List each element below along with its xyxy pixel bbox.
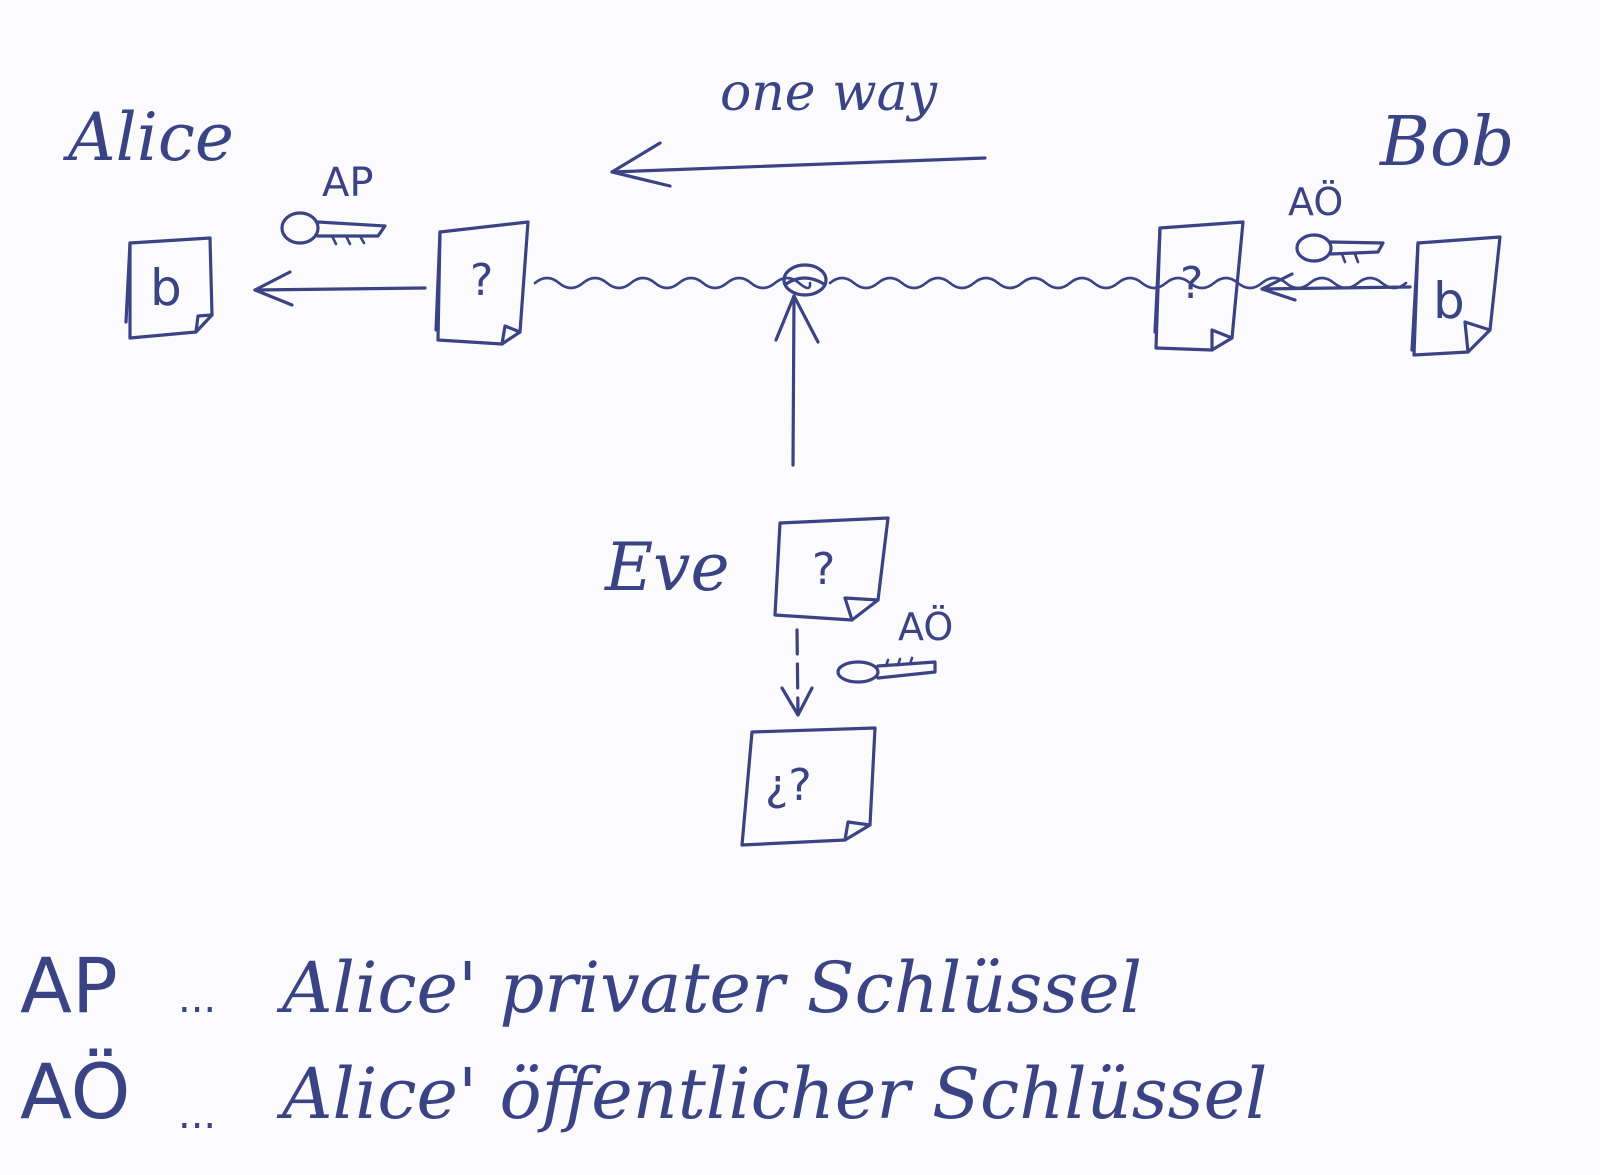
legend-text-public: Alice' öffentlicher Schlüssel	[276, 1053, 1267, 1135]
legend-abbr-public: AÖ	[20, 1047, 130, 1136]
eve-result-document: ¿?	[740, 726, 877, 847]
encrypted-document-right: ?	[1153, 220, 1245, 352]
key-icon-alice-private: AP	[280, 160, 387, 246]
key-icon-bob-public: AÖ	[1288, 180, 1385, 264]
transmission-line	[533, 276, 1408, 290]
alice-document-letter: b	[150, 259, 182, 317]
alice-plain-document: b	[124, 236, 214, 340]
party-bob: Bob	[1378, 103, 1514, 182]
encrypted-document-left: ?	[434, 220, 530, 346]
encrypted-right-symbol: ?	[1180, 258, 1203, 309]
eve-result-symbol: ¿?	[765, 760, 812, 811]
key-label-eve-public: AÖ	[898, 605, 953, 649]
eve-intercepted-symbol: ?	[812, 544, 835, 595]
bob-document-letter: b	[1433, 272, 1465, 330]
direction-label: one way	[720, 63, 938, 123]
eve-intercepted-document: ?	[773, 516, 890, 622]
party-eve: Eve	[604, 529, 730, 606]
legend-row-private: AP ... Alice' privater Schlüssel	[20, 941, 1142, 1030]
key-label-bob-public: AÖ	[1288, 180, 1343, 224]
encrypted-left-symbol: ?	[470, 255, 493, 306]
legend: AP ... Alice' privater Schlüssel AÖ ... …	[20, 941, 1267, 1138]
key-label-alice-private: AP	[322, 160, 373, 206]
encrypt-arrow-bob	[1260, 272, 1412, 302]
key-icon-eve-public: AÖ	[836, 605, 953, 684]
decrypt-arrow-alice	[253, 270, 427, 307]
legend-abbr-private: AP	[20, 941, 118, 1030]
bob-plain-document: b	[1410, 235, 1502, 357]
direction-arrow	[610, 141, 987, 188]
legend-sep-private: ...	[178, 976, 216, 1022]
eavesdrop-tap	[774, 263, 828, 467]
party-alice: Alice	[62, 99, 234, 176]
legend-row-public: AÖ ... Alice' öffentlicher Schlüssel	[20, 1047, 1267, 1138]
legend-text-private: Alice' privater Schlüssel	[276, 947, 1142, 1029]
legend-sep-public: ...	[178, 1092, 216, 1138]
eve-attempt-arrow	[780, 628, 814, 717]
